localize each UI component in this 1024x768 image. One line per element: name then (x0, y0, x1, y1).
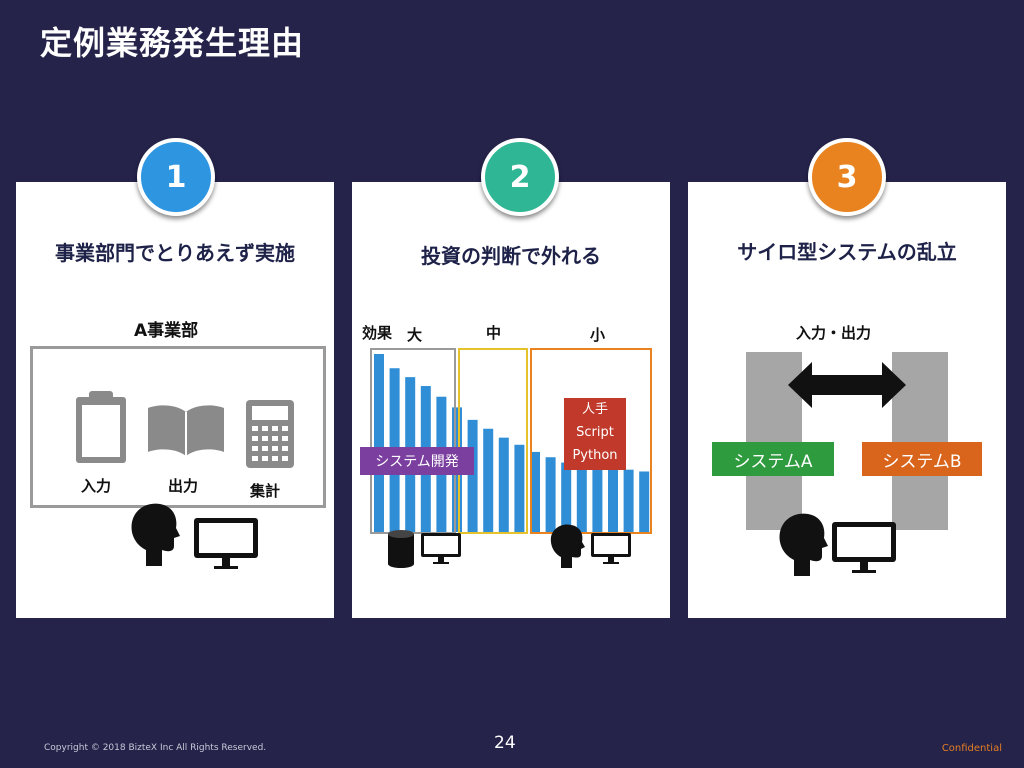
effect-label: 効果 (362, 324, 393, 342)
bar-18 (639, 471, 650, 532)
monitor-icon-small (421, 533, 461, 564)
card-1: 事業部門でとりあえず実施 A事業部 入力 出力 集計 (16, 182, 334, 618)
person-head-icon (779, 513, 828, 576)
level-large-label: 大 (407, 326, 423, 344)
card-3-heading: サイロ型システムの乱立 (737, 240, 957, 264)
bar-8 (483, 428, 494, 532)
aggregate-label: 集計 (250, 482, 281, 500)
input-label: 入力 (81, 477, 112, 495)
group-large-frame (370, 348, 456, 534)
person-head-icon (131, 503, 180, 566)
badge-2: 2 (481, 138, 559, 216)
page-number: 24 (494, 733, 516, 753)
tool-python: Python (572, 448, 618, 463)
double-arrow-icon (788, 362, 906, 408)
bar-13 (561, 462, 572, 532)
card-2: 投資の判断で外れる 効果 大 中 小 システム開発 人手 Script Pyth… (352, 182, 670, 618)
card-1-heading: 事業部門でとりあえず実施 (55, 241, 295, 265)
group-small-frame (530, 348, 652, 534)
bar-15 (592, 466, 603, 532)
bar-10 (514, 444, 525, 532)
book-icon (148, 405, 224, 456)
system-dev-box: システム開発 (360, 447, 474, 475)
bar-12 (545, 457, 556, 532)
monitor-icon-small-2 (591, 533, 631, 564)
bar-7 (467, 419, 478, 532)
clipboard-icon (76, 391, 126, 463)
department-label: A事業部 (134, 321, 199, 341)
level-small-label: 小 (590, 326, 606, 344)
tools-box: 人手 Script Python (564, 398, 626, 470)
page-title: 定例業務発生理由 (40, 24, 305, 62)
badge-3: 3 (808, 138, 886, 216)
card-2-heading: 投資の判断で外れる (421, 244, 601, 268)
system-b-box: システムB (862, 442, 982, 476)
card-3: サイロ型システムの乱立 入力・出力 システムA システムB (688, 182, 1006, 618)
system-a-box: システムA (712, 442, 834, 476)
group-medium-frame (458, 348, 528, 534)
bar-9 (498, 437, 509, 532)
database-icon (388, 530, 414, 568)
bar-14 (576, 464, 587, 532)
calculator-icon (246, 400, 294, 468)
level-medium-label: 中 (486, 324, 502, 342)
copyright: Copyright © 2018 BizteX Inc All Rights R… (44, 743, 267, 753)
bar-16 (608, 467, 618, 532)
bar-17 (623, 469, 634, 532)
badge-1: 1 (137, 138, 215, 216)
department-frame (30, 346, 326, 508)
output-label: 出力 (168, 477, 199, 495)
person-head-icon-small (550, 524, 585, 568)
monitor-icon (832, 522, 896, 573)
io-label: 入力・出力 (796, 324, 872, 342)
confidential-label: Confidential (941, 743, 1002, 754)
monitor-icon (194, 518, 258, 569)
bar-1 (374, 354, 384, 532)
tool-manual: 人手 (581, 402, 608, 417)
bar-11 (530, 451, 540, 532)
tool-script: Script (576, 425, 614, 440)
